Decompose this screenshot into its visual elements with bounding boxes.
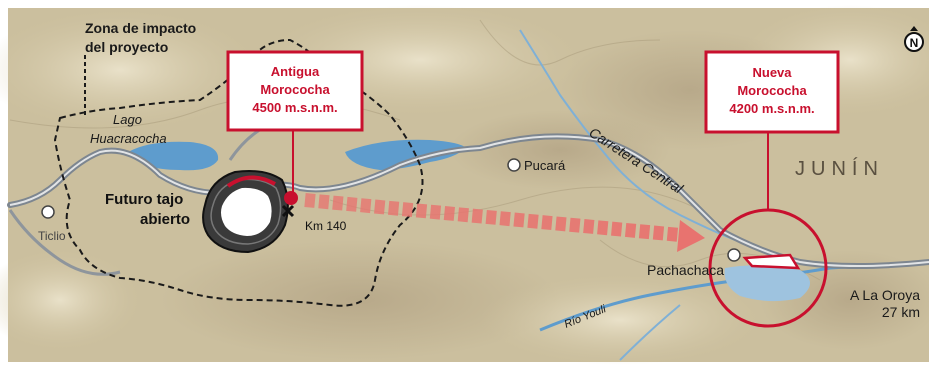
relocation-arrow xyxy=(304,193,705,252)
new-callout-line2: Morococha xyxy=(737,83,807,98)
km-marker-icon xyxy=(281,204,295,218)
open-pit-label-line2: abierto xyxy=(140,211,190,228)
lake-east xyxy=(345,139,466,170)
left-border xyxy=(0,0,8,370)
north-label: N xyxy=(910,36,919,50)
top-border xyxy=(0,0,929,8)
pucara-label: Pucará xyxy=(524,158,566,173)
open-pit-label-line1: Futuro tajo xyxy=(105,191,183,208)
bottom-border xyxy=(0,362,929,370)
secondary-road xyxy=(8,209,121,276)
location-dot-icon xyxy=(284,191,298,205)
km-label: Km 140 xyxy=(305,219,347,233)
callout-old-morococha: Antigua Morococha 4500 m.s.n.m. xyxy=(226,50,364,132)
oroya-label-line1: A La Oroya xyxy=(850,287,920,303)
old-callout-line1: Antigua xyxy=(271,64,320,79)
lake-label-line2: Huacracocha xyxy=(90,131,167,146)
town-marker-icon xyxy=(507,158,521,172)
new-callout-line1: Nueva xyxy=(752,65,792,80)
town-marker-icon xyxy=(41,205,55,219)
old-morococha-marker xyxy=(284,130,298,205)
new-morococha-marker xyxy=(708,132,828,328)
lake-label-line1: Lago xyxy=(113,112,142,127)
town-marker-icon xyxy=(727,248,741,262)
region-label: JUNÍN xyxy=(795,157,884,180)
stream xyxy=(619,304,681,361)
old-callout-line2: Morococha xyxy=(260,82,330,97)
pachachaca-label: Pachachaca xyxy=(647,262,724,278)
future-open-pit xyxy=(202,170,289,254)
stream xyxy=(519,29,736,241)
ticlio-label: Ticlio xyxy=(38,229,66,243)
impact-zone-label-line1: Zona de impacto xyxy=(85,20,196,36)
pachachaca-lake xyxy=(724,265,810,302)
new-callout-altitude: 4200 m.s.n.m. xyxy=(729,101,814,116)
impact-zone-label-line2: del proyecto xyxy=(85,39,168,55)
old-callout-altitude: 4500 m.s.n.m. xyxy=(252,100,337,115)
callout-new-morococha: Nueva Morococha 4200 m.s.n.m. xyxy=(704,50,840,134)
oroya-label-line2: 27 km xyxy=(882,304,920,320)
north-arrow-icon: N xyxy=(904,26,924,52)
